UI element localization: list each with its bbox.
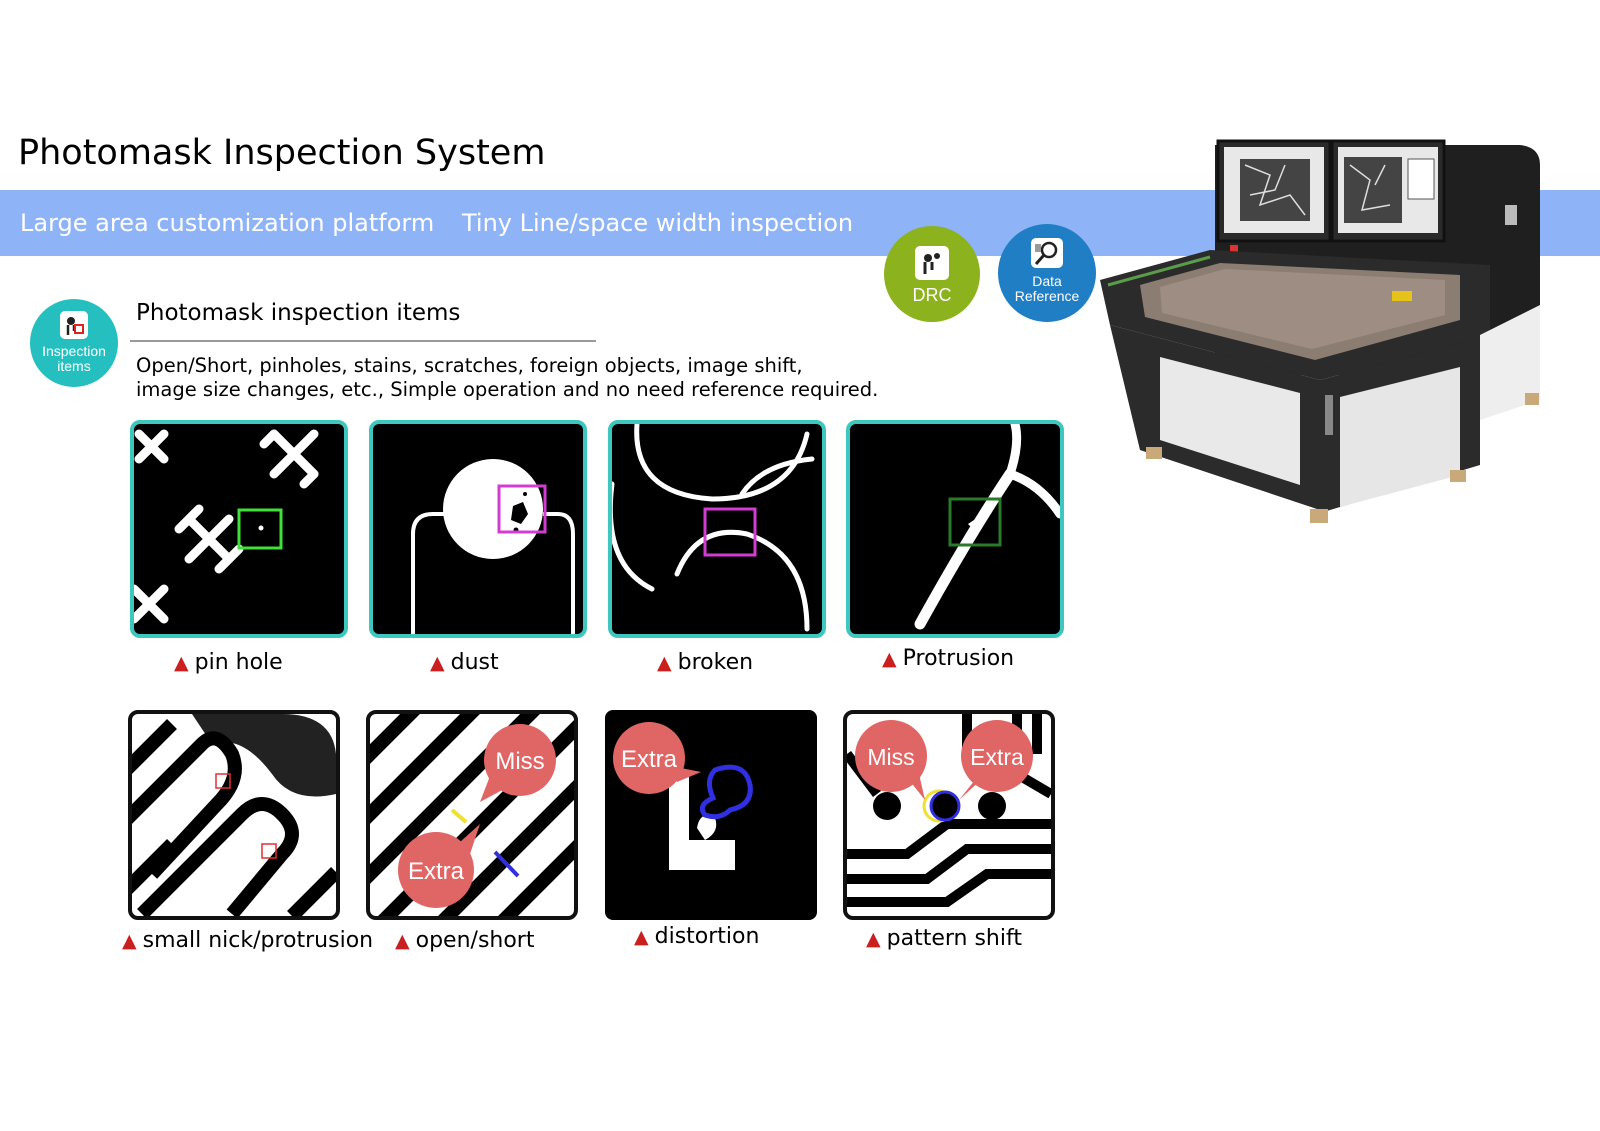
caption-dust: ▲dust: [430, 650, 499, 675]
open-short-image: Miss Extra: [366, 710, 578, 920]
caption-marker: ▲: [430, 652, 445, 674]
callout-miss: Miss: [495, 748, 544, 775]
inspection-badge-line1: Inspection: [42, 343, 106, 359]
data-badge-line2: Reference: [1014, 288, 1080, 304]
caption-marker: ▲: [866, 928, 881, 950]
dust-image: [369, 420, 587, 638]
caption-open-short: ▲open/short: [395, 928, 534, 953]
page-title: Photomask Inspection System: [18, 133, 546, 173]
magnifier-icon: [1031, 238, 1063, 268]
inspection-icon: [60, 311, 88, 339]
broken-image: [608, 420, 826, 638]
caption-pin-hole: ▲pin hole: [174, 650, 283, 675]
caption-marker: ▲: [122, 930, 137, 952]
caption-distortion: ▲distortion: [634, 924, 759, 949]
callout-miss: Miss: [867, 744, 914, 770]
drc-badge-label: DRC: [912, 285, 952, 305]
caption-text: broken: [677, 650, 754, 675]
heading-divider: [130, 340, 596, 342]
description-line-2: image size changes, etc., Simple operati…: [136, 378, 879, 401]
caption-broken: ▲broken: [657, 650, 753, 675]
caption-text: dust: [450, 650, 499, 675]
callout-extra: Extra: [621, 746, 678, 773]
pin-hole-image: [130, 420, 348, 638]
caption-text: open/short: [415, 928, 535, 953]
callout-extra: Extra: [970, 744, 1024, 770]
drc-icon: [915, 246, 949, 280]
caption-text: pattern shift: [886, 926, 1022, 951]
caption-text: pin hole: [194, 650, 283, 675]
caption-small-nick-protrusion: ▲small nick/protrusion: [122, 928, 373, 953]
callout-extra: Extra: [408, 858, 465, 885]
caption-marker: ▲: [634, 926, 649, 948]
section-description: Open/Short, pinholes, stains, scratches,…: [136, 354, 878, 402]
inspection-badge-line2: items: [57, 358, 91, 374]
caption-text: distortion: [654, 924, 760, 949]
caption-marker: ▲: [882, 648, 897, 670]
caption-text: small nick/protrusion: [142, 928, 374, 953]
description-line-1: Open/Short, pinholes, stains, scratches,…: [136, 354, 803, 377]
inspection-machine-image: [1100, 139, 1540, 523]
section-heading: Photomask inspection items: [136, 300, 461, 326]
distortion-image: Extra: [605, 710, 817, 920]
caption-protrusion: ▲Protrusion: [882, 646, 1014, 671]
inspection-items-badge: Inspection items: [30, 299, 118, 387]
tagline-right: Tiny Line/space width inspection: [462, 209, 854, 237]
small-nick-protrusion-image: [128, 710, 340, 920]
caption-text: Protrusion: [902, 646, 1015, 671]
caption-marker: ▲: [395, 930, 410, 952]
caption-marker: ▲: [657, 652, 672, 674]
caption-pattern-shift: ▲pattern shift: [866, 926, 1022, 951]
pattern-shift-image: Miss Extra: [843, 710, 1055, 920]
caption-marker: ▲: [174, 652, 189, 674]
drc-badge: DRC: [884, 226, 980, 322]
protrusion-image: [846, 420, 1064, 638]
data-reference-badge: Data Reference: [998, 224, 1096, 322]
tagline-left: Large area customization platform: [20, 209, 435, 237]
data-badge-line1: Data: [1032, 273, 1062, 289]
